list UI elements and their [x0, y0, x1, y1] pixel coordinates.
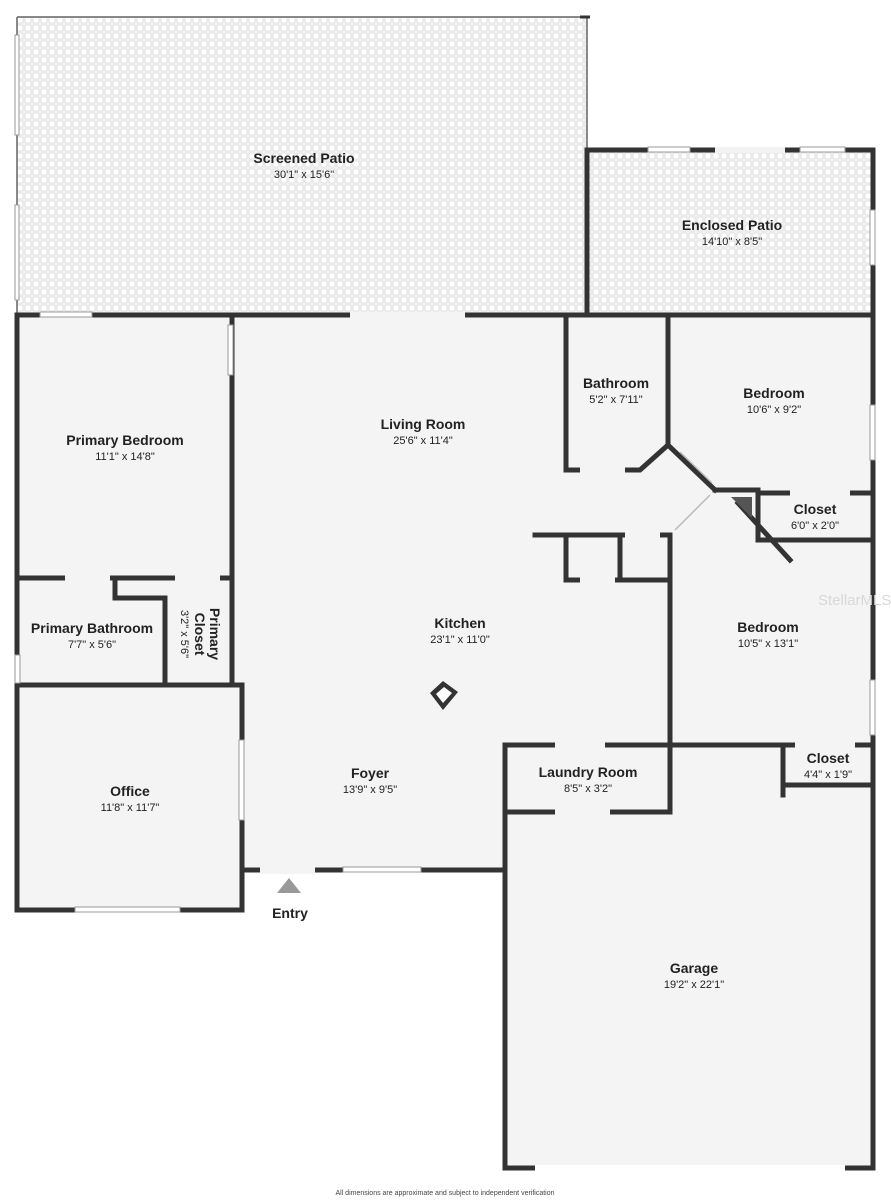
laundry-room-dims: 8'5" x 3'2": [564, 783, 612, 795]
screened-patio-floor: [17, 17, 587, 315]
kitchen-dims: 23'1" x 11'0": [430, 634, 490, 646]
garage-name: Garage: [670, 960, 718, 976]
primary-closet-name-line2: Closet: [192, 613, 208, 656]
office-dims: 11'8" x 11'7": [101, 802, 160, 814]
interior-floors: [17, 315, 873, 1168]
enclosed-patio-dims: 14'10" x 8'5": [702, 236, 762, 248]
windows: [14, 146, 876, 1171]
foyer-dims: 13'9" x 9'5": [343, 784, 397, 796]
closet-2-name: Closet: [807, 750, 850, 766]
room-labels: Screened Patio 30'1" x 15'6" Enclosed Pa…: [31, 150, 852, 991]
bedroom-2-dims: 10'5" x 13'1": [738, 638, 798, 650]
primary-closet-dims: 3'2" x 5'6": [178, 610, 190, 658]
foyer-name: Foyer: [351, 765, 390, 781]
screened-patio-name: Screened Patio: [253, 150, 354, 166]
closet-shelf-hatch: [731, 497, 752, 518]
kitchen-island-icon: [430, 681, 458, 710]
primary-closet-name-line1: Primary: [207, 608, 223, 660]
patio-outlines: [14, 15, 590, 315]
entry-arrow-icon: [277, 878, 301, 893]
screened-patio-dims: 30'1" x 15'6": [274, 169, 334, 181]
entry-label: Entry: [272, 905, 308, 921]
closet-2-dims: 4'4" x 1'9": [804, 769, 852, 781]
laundry-room-name: Laundry Room: [539, 764, 638, 780]
enclosed-patio-name: Enclosed Patio: [682, 217, 782, 233]
bathroom-dims: 5'2" x 7'11": [589, 394, 642, 406]
kitchen-name: Kitchen: [434, 615, 485, 631]
garage-dims: 19'2" x 22'1": [664, 979, 724, 991]
primary-bathroom-dims: 7'7" x 5'6": [68, 639, 116, 651]
footer-note: All dimensions are approximate and subje…: [335, 1190, 554, 1197]
primary-bedroom-name: Primary Bedroom: [66, 432, 183, 448]
bedroom-1-name: Bedroom: [743, 385, 804, 401]
bathroom-name: Bathroom: [583, 375, 649, 391]
enclosed-patio-floor: [587, 150, 873, 315]
living-room-name: Living Room: [381, 416, 466, 432]
living-room-dims: 25'6" x 11'4": [393, 435, 453, 447]
closet-1-name: Closet: [794, 501, 837, 517]
closet-1-dims: 6'0" x 2'0": [791, 520, 839, 532]
primary-bathroom-name: Primary Bathroom: [31, 620, 153, 636]
bedroom-2-name: Bedroom: [737, 619, 798, 635]
watermark: StellarMLS: [818, 592, 891, 609]
primary-bedroom-dims: 11'1" x 14'8": [95, 451, 155, 463]
office-name: Office: [110, 783, 150, 799]
bedroom-1-dims: 10'6" x 9'2": [747, 404, 801, 416]
